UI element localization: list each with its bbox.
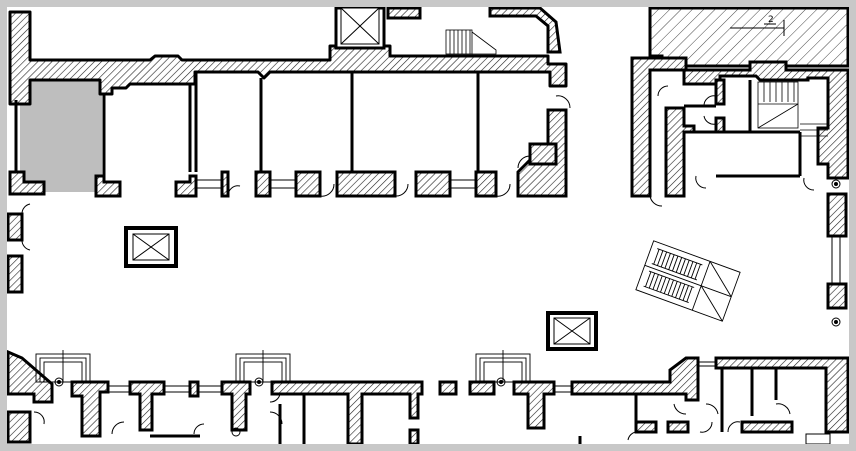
east-inner-pier	[714, 116, 726, 134]
corridor-openings	[196, 95, 571, 197]
north-corridor-piers	[8, 108, 568, 198]
north-east-wall	[488, 6, 562, 54]
level-marker	[730, 20, 785, 36]
west-wall	[6, 212, 24, 294]
level-marker-label: 2	[768, 15, 774, 25]
south-wing	[6, 349, 850, 446]
north-wall	[8, 10, 568, 106]
stair-top[interactable]	[445, 29, 497, 55]
north-wall-segment	[386, 6, 422, 20]
elevator-left[interactable]	[124, 226, 178, 268]
room-highlighted[interactable]	[20, 80, 102, 192]
north-wing	[8, 6, 571, 198]
east-wing: 2	[630, 6, 850, 327]
stair-diagonal[interactable]	[635, 240, 741, 322]
stair-right[interactable]	[757, 81, 828, 137]
south-wall	[70, 380, 110, 438]
room-partitions	[14, 72, 480, 175]
elevator-right[interactable]	[546, 311, 598, 351]
south-west-wall	[6, 349, 54, 404]
east-inner-pier	[714, 78, 726, 106]
east-outer-wall	[630, 56, 850, 198]
elevator-top[interactable]	[334, 6, 386, 50]
